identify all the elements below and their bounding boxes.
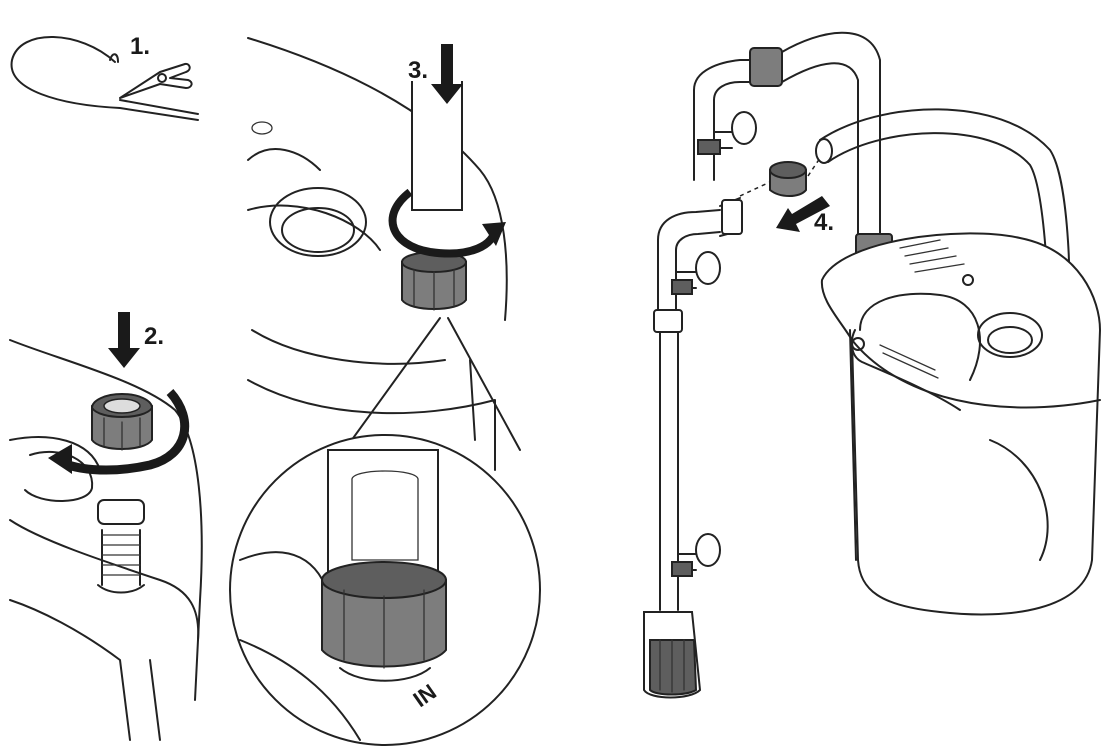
step2-unscrew-nut: 2. <box>10 312 202 740</box>
step3-attach-hose: 3. IN <box>230 38 540 745</box>
outlet-nut <box>750 48 782 86</box>
step2-label: 2. <box>144 323 164 350</box>
step3-label: 3. <box>408 57 428 84</box>
step4-assembly: 4. <box>644 33 1100 698</box>
step1-label: 1. <box>130 33 150 60</box>
step1-hose-and-clamp: 1. <box>12 33 198 120</box>
step4-label: 4. <box>814 209 834 236</box>
